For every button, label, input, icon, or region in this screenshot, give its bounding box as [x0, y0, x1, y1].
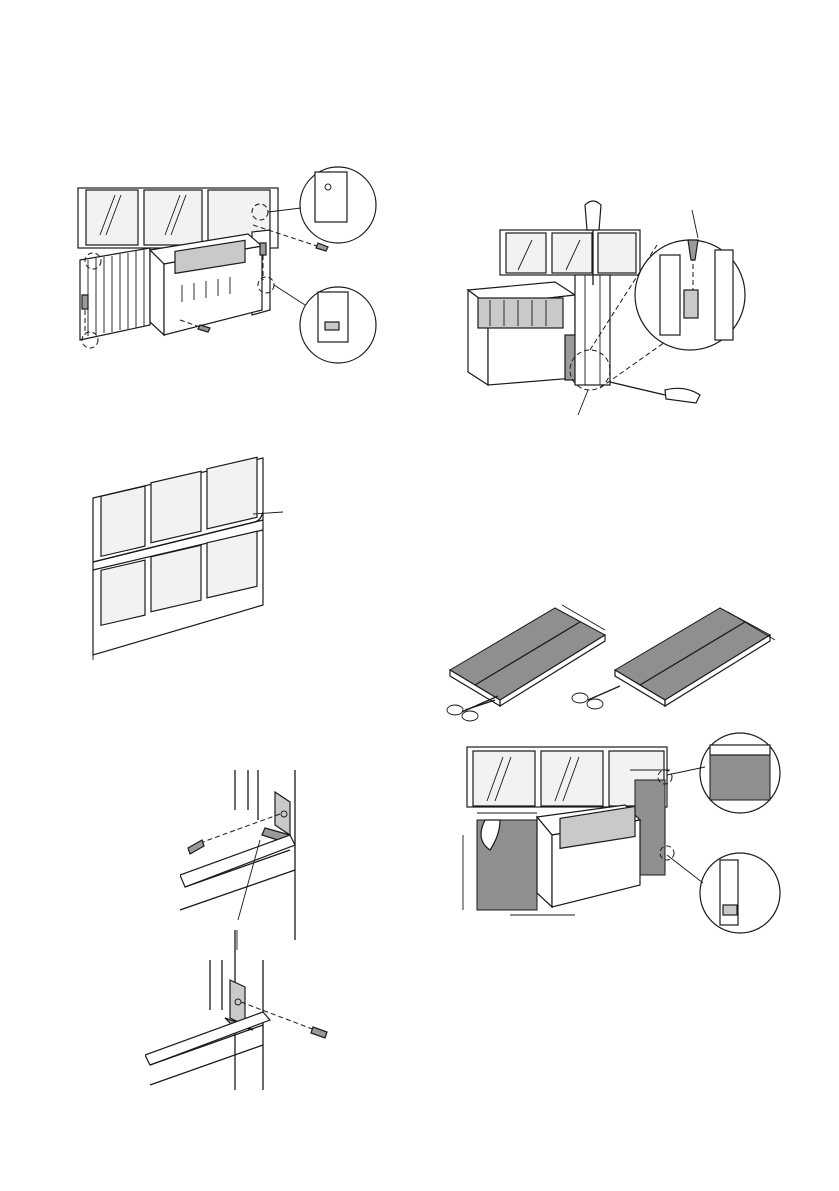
figure-top-rail-seal: [85, 450, 305, 665]
figure-angle-bracket-lower: [145, 930, 360, 1090]
figure-slider-screws: [460, 200, 760, 440]
figure-angle-bracket-upper: [180, 770, 300, 940]
figure-mounting-screws: [70, 150, 390, 380]
figure-cut-foam-panels: [440, 600, 785, 725]
figure-install-foam: [455, 725, 785, 935]
